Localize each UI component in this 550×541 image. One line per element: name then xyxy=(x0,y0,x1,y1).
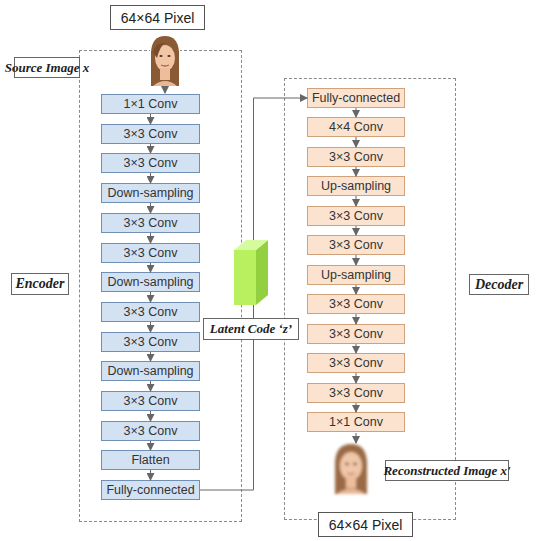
encoder-layer: 3×3 Conv xyxy=(101,421,200,441)
module-heading: Encoder xyxy=(11,273,69,295)
flow-arrow xyxy=(150,322,151,332)
node-label: Down-sampling xyxy=(107,275,193,289)
node-label: Fully-connected xyxy=(106,483,194,497)
caption-box: Source Image x xyxy=(14,57,80,78)
node-label: Reconstructed Image x' xyxy=(383,463,510,479)
node-label: 3×3 Conv xyxy=(124,156,178,170)
decoder-layer: Fully-connected xyxy=(307,88,405,108)
encoder-layer: 3×3 Conv xyxy=(101,213,200,233)
node-label: 3×3 Conv xyxy=(329,386,383,400)
flow-arrow xyxy=(200,98,307,490)
flow-arrow xyxy=(150,411,151,421)
node-label: 3×3 Conv xyxy=(124,127,178,141)
decoder-layer: 3×3 Conv xyxy=(307,235,405,255)
decoder-layer: 1×1 Conv xyxy=(307,412,405,432)
module-heading: Decoder xyxy=(469,274,529,295)
node-label: 3×3 Conv xyxy=(329,209,383,223)
flow-arrow xyxy=(356,344,357,353)
flow-arrow xyxy=(150,173,151,183)
node-label: Down-sampling xyxy=(107,186,193,200)
decoder-layer: 3×3 Conv xyxy=(307,294,405,314)
flow-arrow xyxy=(356,108,357,117)
module-frame: Encoder1×1 Conv3×3 Conv3×3 ConvDown-samp… xyxy=(79,50,242,522)
flow-arrow xyxy=(150,441,151,450)
encoder-layer: Fully-connected xyxy=(101,480,200,500)
flow-arrow xyxy=(150,470,151,480)
encoder-layer: 1×1 Conv xyxy=(101,94,200,114)
node-label: Latent Code ‘z’ xyxy=(210,321,292,337)
node-label: 3×3 Conv xyxy=(124,216,178,230)
flow-arrow xyxy=(356,226,357,235)
caption-box: Latent Code ‘z’ xyxy=(203,318,299,340)
flow-arrow xyxy=(356,373,357,383)
node-label: 1×1 Conv xyxy=(124,97,178,111)
encoder-layer: 3×3 Conv xyxy=(101,124,200,144)
node-label: 3×3 Conv xyxy=(124,335,178,349)
source-face xyxy=(150,36,180,86)
flow-arrow xyxy=(150,292,151,302)
decoder-layer: 3×3 Conv xyxy=(307,383,405,403)
encoder-layer: Down-sampling xyxy=(101,361,200,381)
encoder-layer: Down-sampling xyxy=(101,183,200,203)
node-label: 3×3 Conv xyxy=(329,297,383,311)
decoder-layer: 3×3 Conv xyxy=(307,147,405,167)
flow-arrow xyxy=(150,203,151,213)
encoder-layer: 3×3 Conv xyxy=(101,391,200,411)
flow-arrow xyxy=(150,352,151,361)
flow-arrow xyxy=(356,314,357,324)
flow-arrow xyxy=(150,144,151,153)
reconstructed-face xyxy=(335,444,367,494)
node-label: 3×3 Conv xyxy=(124,424,178,438)
node-label: 3×3 Conv xyxy=(124,246,178,260)
node-label: 3×3 Conv xyxy=(329,150,383,164)
node-label: Source Image x xyxy=(5,60,90,76)
node-label: Up-sampling xyxy=(321,179,391,193)
size-tag: 64×64 Pixel xyxy=(318,512,413,537)
flow-arrow xyxy=(150,263,151,272)
latent-cube xyxy=(234,240,268,305)
flow-arrow xyxy=(356,255,357,265)
module-frame: DecoderFully-connected4×4 Conv3×3 ConvUp… xyxy=(284,78,456,520)
decoder-layer: 3×3 Conv xyxy=(307,206,405,226)
decoder-layer: Up-sampling xyxy=(307,176,405,196)
decoder-layer: 4×4 Conv xyxy=(307,117,405,137)
node-label: 3×3 Conv xyxy=(124,394,178,408)
node-label: 64×64 Pixel xyxy=(121,10,195,26)
size-tag: 64×64 Pixel xyxy=(110,5,205,30)
input-arrow xyxy=(165,86,166,93)
flow-arrow xyxy=(356,285,357,294)
flow-arrow xyxy=(356,167,357,176)
decoder-layer: 3×3 Conv xyxy=(307,353,405,373)
node-label: 3×3 Conv xyxy=(329,356,383,370)
node-label: Fully-connected xyxy=(312,91,400,105)
flow-arrow xyxy=(150,114,151,124)
node-label: 64×64 Pixel xyxy=(329,517,403,533)
encoder-layer: 3×3 Conv xyxy=(101,332,200,352)
node-label: 4×4 Conv xyxy=(329,120,383,134)
flow-arrow xyxy=(356,403,357,412)
node-label: 3×3 Conv xyxy=(329,238,383,252)
node-label: Flatten xyxy=(131,453,169,467)
encoder-layer: 3×3 Conv xyxy=(101,302,200,322)
flow-arrow xyxy=(150,233,151,243)
encoder-layer: Down-sampling xyxy=(101,272,200,292)
decoder-layer: 3×3 Conv xyxy=(307,324,405,344)
node-label: 3×3 Conv xyxy=(329,327,383,341)
encoder-layer: Flatten xyxy=(101,450,200,470)
flow-arrow xyxy=(356,137,357,147)
node-label: Up-sampling xyxy=(321,268,391,282)
caption-box: Reconstructed Image x' xyxy=(385,460,509,481)
encoder-layer: 3×3 Conv xyxy=(101,153,200,173)
node-label: Down-sampling xyxy=(107,364,193,378)
flow-arrow xyxy=(356,196,357,206)
decoder-layer: Up-sampling xyxy=(307,265,405,285)
encoder-layer: 3×3 Conv xyxy=(101,243,200,263)
output-arrow xyxy=(356,433,357,443)
node-label: 3×3 Conv xyxy=(124,305,178,319)
flow-arrow xyxy=(150,381,151,391)
node-label: 1×1 Conv xyxy=(329,415,383,429)
